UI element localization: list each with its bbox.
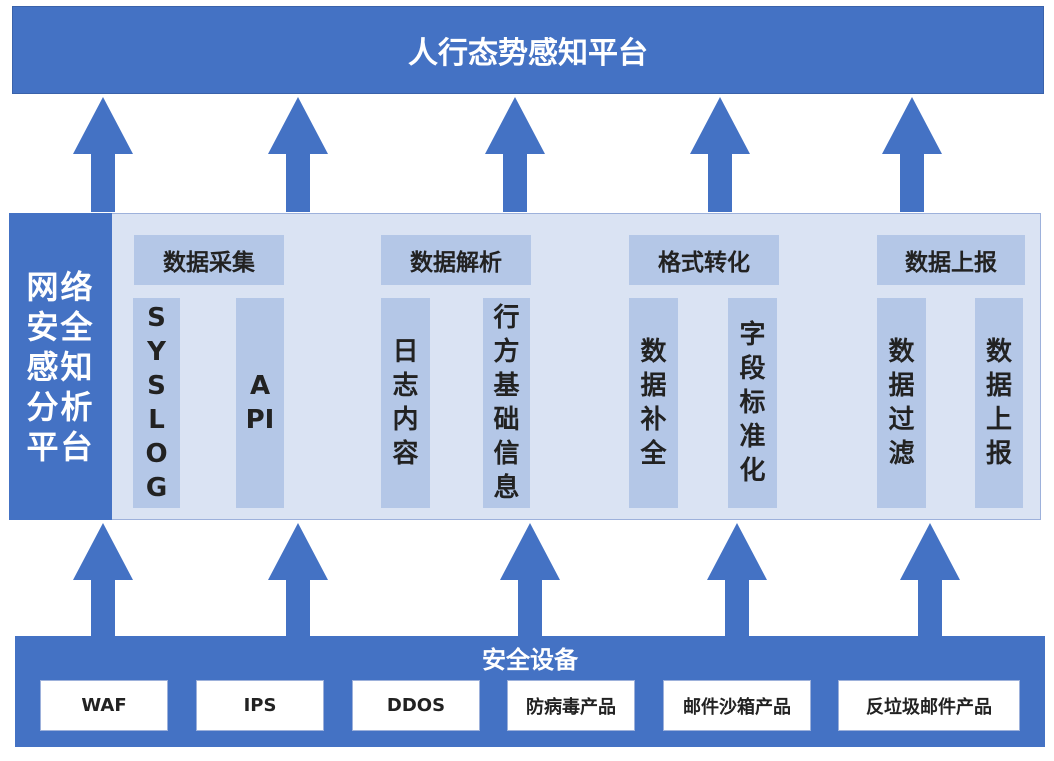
device-antivirus: 防病毒产品 xyxy=(507,680,635,731)
item-log-content: 日志内容 xyxy=(381,298,430,508)
up-arrow-upper-4 xyxy=(882,97,942,212)
group-header-label: 数据上报 xyxy=(905,250,997,276)
group-header-label: 数据解析 xyxy=(410,250,502,276)
item-bank-basic-info: 行方基础信息 xyxy=(483,298,530,508)
group-header-format-conversion: 格式转化 xyxy=(629,235,779,285)
device-label: 邮件沙箱产品 xyxy=(683,696,791,718)
item-data-upload: 数据上报 xyxy=(975,298,1023,508)
up-arrow-lower-4 xyxy=(900,523,960,636)
up-arrow-upper-0 xyxy=(73,97,133,212)
security-devices-title: 安全设备 xyxy=(15,638,1045,676)
item-field-standardization: 字段标准化 xyxy=(728,298,777,508)
up-arrow-lower-1 xyxy=(268,523,328,636)
device-label: 反垃圾邮件产品 xyxy=(866,696,992,718)
item-data-completion: 数据补全 xyxy=(629,298,678,508)
item-label: 日志内容 xyxy=(392,337,419,469)
group-header-data-parsing: 数据解析 xyxy=(381,235,531,285)
device-anti-spam: 反垃圾邮件产品 xyxy=(838,680,1020,731)
group-header-label: 数据采集 xyxy=(163,250,255,276)
item-data-filtering: 数据过滤 xyxy=(877,298,926,508)
up-arrow-lower-0 xyxy=(73,523,133,636)
group-header-data-collection: 数据采集 xyxy=(134,235,284,285)
device-waf: WAF xyxy=(40,680,168,731)
analysis-platform-side-label: 网络安全感知分析平台 xyxy=(9,213,112,520)
device-label: IPS xyxy=(243,695,277,716)
item-label: 数据补全 xyxy=(640,337,667,469)
device-label: 防病毒产品 xyxy=(526,696,616,718)
item-api: API xyxy=(236,298,284,508)
up-arrow-lower-3 xyxy=(707,523,767,636)
item-label: 行方基础信息 xyxy=(493,303,520,503)
item-label: SYSLOG xyxy=(145,303,168,503)
device-ddos: DDOS xyxy=(352,680,480,731)
item-label: 数据过滤 xyxy=(888,337,915,469)
up-arrow-lower-2 xyxy=(500,523,560,636)
group-header-data-reporting: 数据上报 xyxy=(877,235,1025,285)
security-devices-title-text: 安全设备 xyxy=(482,645,578,674)
analysis-platform-name: 网络安全感知分析平台 xyxy=(26,267,95,466)
item-label: API xyxy=(245,371,275,435)
device-mail-sandbox: 邮件沙箱产品 xyxy=(663,680,811,731)
up-arrow-upper-2 xyxy=(485,97,545,212)
device-ips: IPS xyxy=(196,680,324,731)
item-label: 字段标准化 xyxy=(739,320,766,486)
group-header-label: 格式转化 xyxy=(658,250,750,276)
up-arrow-upper-1 xyxy=(268,97,328,212)
up-arrow-upper-3 xyxy=(690,97,750,212)
top-platform-title: 人行态势感知平台 xyxy=(408,36,648,71)
device-label: WAF xyxy=(81,695,127,716)
top-platform-banner: 人行态势感知平台 xyxy=(12,6,1044,94)
item-label: 数据上报 xyxy=(985,337,1012,469)
item-syslog: SYSLOG xyxy=(133,298,180,508)
device-label: DDOS xyxy=(386,695,446,716)
